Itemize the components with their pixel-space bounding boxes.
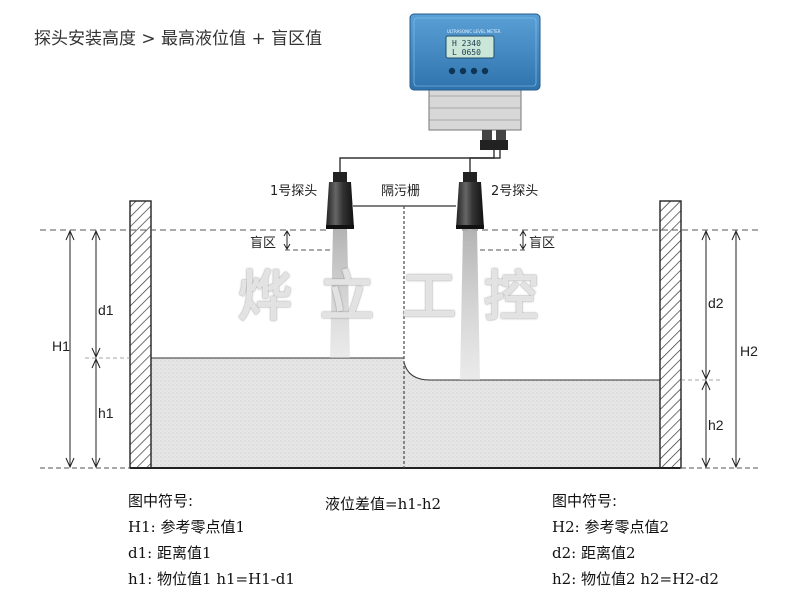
level-meter-icon — [409, 13, 541, 150]
legend-right-line-1: H2: 参考零点值2 — [552, 518, 669, 536]
right-wall — [659, 200, 682, 469]
dimension-h2 — [701, 379, 711, 469]
dimension-h1 — [91, 357, 101, 469]
legend-left-line-2: d1: 距离值1 — [128, 544, 212, 562]
screen-label: 隔污栅 — [381, 184, 421, 199]
legend-right-line-3: h2: 物位值2 h2=H2-d2 — [552, 570, 719, 588]
legend-left-line-1: H1: 参考零点值1 — [128, 518, 245, 536]
meter-brand-text: ULTRASONIC LEVEL METER — [447, 29, 501, 34]
beam-1 — [330, 228, 350, 358]
liquid-right — [404, 362, 660, 468]
dimension-H2 — [731, 229, 741, 469]
probe-2-label: 2号探头 — [491, 184, 539, 199]
legend-left-line-3: h1: 物位值1 h1=H1-d1 — [128, 570, 295, 588]
blind-dimension-right — [519, 230, 527, 250]
probe-1-label: 1号探头 — [270, 184, 318, 199]
blind-zone-label-left: 盲区 — [250, 236, 277, 251]
legend-right-line-2: d2: 距离值2 — [552, 544, 636, 562]
H2-label: H2 — [740, 343, 758, 359]
beam-2 — [460, 228, 480, 380]
legend-center-formula: 液位差值=h1-h2 — [325, 495, 442, 513]
legend-left-heading: 图中符号: — [128, 492, 194, 510]
h2-label: h2 — [708, 417, 724, 433]
liquid-left — [151, 358, 404, 468]
legend-right-heading: 图中符号: — [552, 492, 618, 510]
meter-lcd-line1: H 2340 — [452, 39, 481, 48]
probe-1 — [326, 172, 354, 229]
watermark: 烨立工控 — [238, 265, 566, 328]
dimension-d1 — [91, 229, 101, 359]
h1-label: h1 — [98, 405, 114, 421]
blind-dimension-left — [283, 230, 291, 250]
blind-zone-label-right: 盲区 — [529, 236, 556, 251]
dimension-d2 — [701, 229, 711, 381]
page-title: 探头安装高度 > 最高液位值 + 盲区值 — [34, 29, 323, 49]
meter-lcd-line2: L 0650 — [452, 48, 481, 57]
d1-label: d1 — [98, 302, 114, 318]
left-wall — [129, 200, 152, 469]
dimension-H1 — [65, 229, 75, 469]
probe-2 — [456, 172, 484, 229]
d2-label: d2 — [708, 295, 724, 311]
H1-label: H1 — [52, 338, 70, 354]
